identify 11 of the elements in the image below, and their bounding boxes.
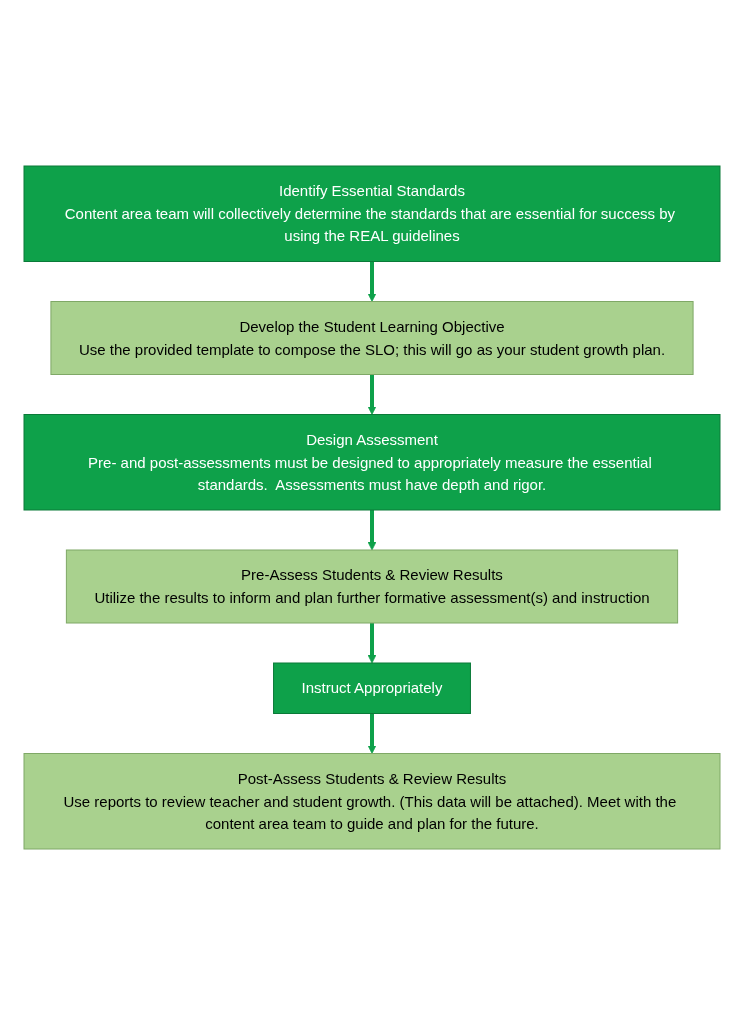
node-box xyxy=(65,549,679,623)
node-box xyxy=(23,165,721,262)
arrow xyxy=(367,713,377,754)
arrow xyxy=(367,622,377,663)
arrow xyxy=(367,374,377,415)
arrow xyxy=(367,509,377,550)
node-box xyxy=(23,413,721,510)
node-box xyxy=(50,300,694,375)
arrow xyxy=(367,261,377,302)
node-box xyxy=(273,662,471,714)
node-box xyxy=(23,752,721,849)
